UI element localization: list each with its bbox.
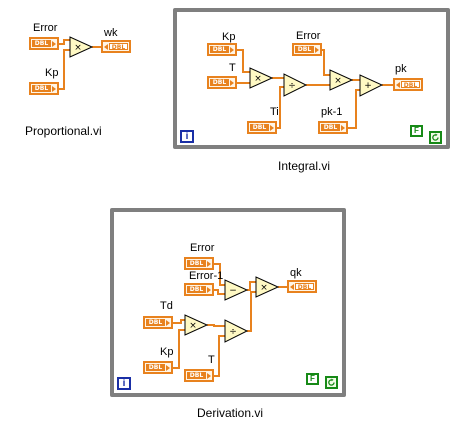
wire-t-div [214, 335, 225, 377]
wire-pk1-add [348, 89, 360, 129]
dbl-type: DBL [32, 40, 51, 47]
der-subtract-symbol: − [229, 286, 237, 296]
der-t-label: T [208, 354, 215, 366]
prop-multiply-node [69, 36, 94, 58]
integral-while-loop[interactable] [173, 8, 450, 149]
wire-sub-mult2 [247, 281, 256, 291]
derivation-stop-constant[interactable]: F [306, 373, 319, 385]
int-add-symbol: + [364, 81, 372, 91]
dbl-type: DBL [295, 283, 314, 291]
dbl-type: DBL [210, 46, 229, 53]
der-subtract-node [224, 279, 249, 301]
caption-proportional: Proportional.vi [25, 124, 102, 138]
wire-mult1-div [207, 324, 225, 327]
dbl-type: DBL [146, 319, 165, 326]
wire-error-sub [214, 263, 225, 286]
dbl-type: DBL [250, 124, 269, 131]
int-add-node [359, 74, 384, 97]
int-multiply-symbol-2: × [334, 76, 342, 86]
prop-kp-label: Kp [45, 67, 59, 79]
wire-error1-sub [214, 289, 225, 295]
integral-loop-condition-icon[interactable] [429, 131, 442, 144]
der-error1-terminal[interactable]: DBL [184, 283, 214, 296]
prop-error-terminal[interactable]: DBL [29, 37, 59, 50]
caption-derivation: Derivation.vi [197, 406, 264, 420]
int-kp-terminal[interactable]: DBL [207, 43, 237, 56]
wire-ti-div [277, 86, 284, 129]
derivation-while-loop[interactable] [110, 208, 346, 397]
wire-div-mult2 [247, 291, 256, 332]
dbl-type: DBL [32, 85, 51, 92]
int-multiply-symbol-1: × [254, 74, 262, 84]
int-pk1-terminal[interactable]: DBL [318, 121, 348, 134]
prop-multiply-symbol: × [74, 43, 82, 53]
caption-integral: Integral.vi [278, 159, 331, 173]
int-multiply-node-1 [249, 67, 274, 89]
wire-kp-mult [59, 49, 70, 90]
int-pk1-label: pk-1 [321, 106, 343, 118]
der-kp-label: Kp [160, 346, 174, 358]
der-multiply-symbol-2: × [260, 283, 268, 293]
der-multiply-node-1 [184, 314, 209, 336]
der-td-terminal[interactable]: DBL [143, 316, 173, 329]
der-error-terminal[interactable]: DBL [184, 257, 214, 270]
derivation-iteration-terminal: i [117, 377, 131, 390]
prop-error-label: Error [33, 22, 58, 34]
der-error1-label: Error-1 [189, 270, 224, 282]
prop-kp-terminal[interactable]: DBL [29, 82, 59, 95]
der-multiply-symbol-1: × [189, 321, 197, 331]
dbl-type: DBL [401, 81, 420, 89]
der-t-terminal[interactable]: DBL [184, 369, 214, 382]
dbl-type: DBL [210, 79, 229, 86]
dbl-type: DBL [321, 124, 340, 131]
der-td-label: Td [160, 300, 173, 312]
int-divide-symbol: ÷ [288, 81, 296, 91]
dbl-type: DBL [187, 372, 206, 379]
int-error-terminal[interactable]: DBL [292, 43, 322, 56]
dbl-type: DBL [187, 260, 206, 267]
integral-stop-constant[interactable]: F [410, 125, 423, 137]
int-pk-indicator[interactable]: DBL [393, 78, 423, 91]
integral-iteration-terminal: i [180, 130, 194, 143]
dbl-type: DBL [146, 364, 165, 371]
der-error-label: Error [190, 242, 215, 254]
wire-kp-mult1 [237, 49, 250, 73]
prop-wk-label: wk [104, 27, 118, 39]
wire-td-mult1 [173, 319, 185, 324]
der-qk-label: qk [290, 267, 302, 279]
wire-kp-mult1 [173, 329, 185, 369]
int-error-label: Error [296, 30, 321, 42]
int-ti-terminal[interactable]: DBL [247, 121, 277, 134]
int-t-terminal[interactable]: DBL [207, 76, 237, 89]
int-ti-label: Ti [270, 106, 279, 118]
int-pk-label: pk [395, 63, 407, 75]
der-qk-indicator[interactable]: DBL [287, 280, 317, 293]
dbl-type: DBL [295, 46, 314, 53]
wire-error-mult2 [322, 49, 330, 76]
wire-error-mult [59, 39, 70, 45]
int-t-label: T [229, 62, 236, 74]
int-kp-label: Kp [222, 31, 236, 43]
der-divide-symbol: ÷ [229, 327, 237, 337]
dbl-type: DBL [109, 43, 128, 51]
derivation-loop-condition-icon[interactable] [325, 376, 338, 389]
der-kp-terminal[interactable]: DBL [143, 361, 173, 374]
prop-wk-indicator[interactable]: DBL [101, 40, 131, 53]
dbl-type: DBL [187, 286, 206, 293]
int-multiply-node-2 [329, 69, 354, 91]
der-multiply-node-2 [255, 276, 280, 298]
der-divide-node [224, 319, 249, 343]
int-divide-node [283, 73, 308, 97]
